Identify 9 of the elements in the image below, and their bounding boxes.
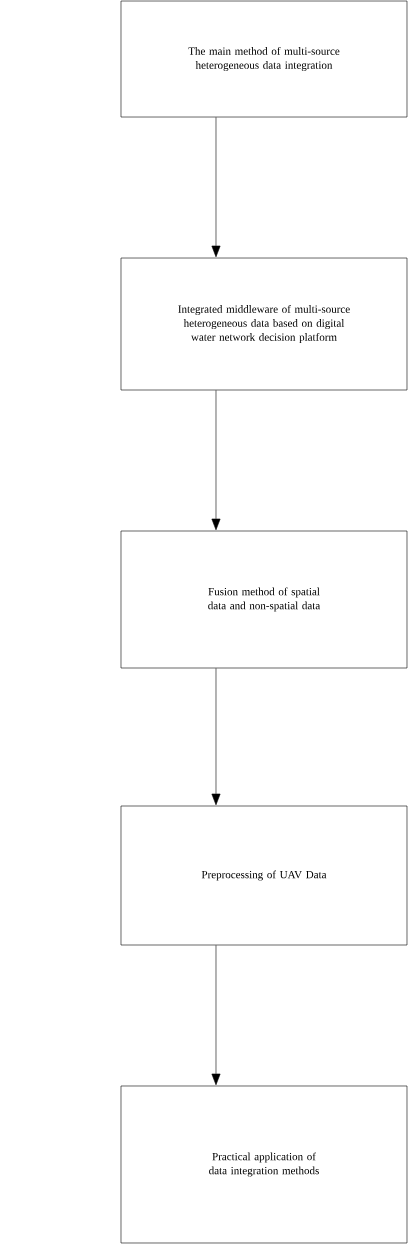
process-box: Practical application of data integration methods bbox=[120, 1085, 408, 1244]
process-box: Integrated middleware of multi-source heterogeneous data based on digital water network decision platform bbox=[120, 257, 408, 391]
arrow bbox=[211, 390, 221, 531]
process-box: Fusion method of spatial data and non-spatial data bbox=[120, 530, 408, 669]
process-box: The main method of multi-source heterogeneous data integration bbox=[120, 0, 408, 118]
process-box: Preprocessing of UAV Data bbox=[120, 805, 408, 946]
arrow bbox=[211, 117, 221, 258]
arrow bbox=[211, 945, 221, 1086]
arrow bbox=[211, 668, 221, 806]
